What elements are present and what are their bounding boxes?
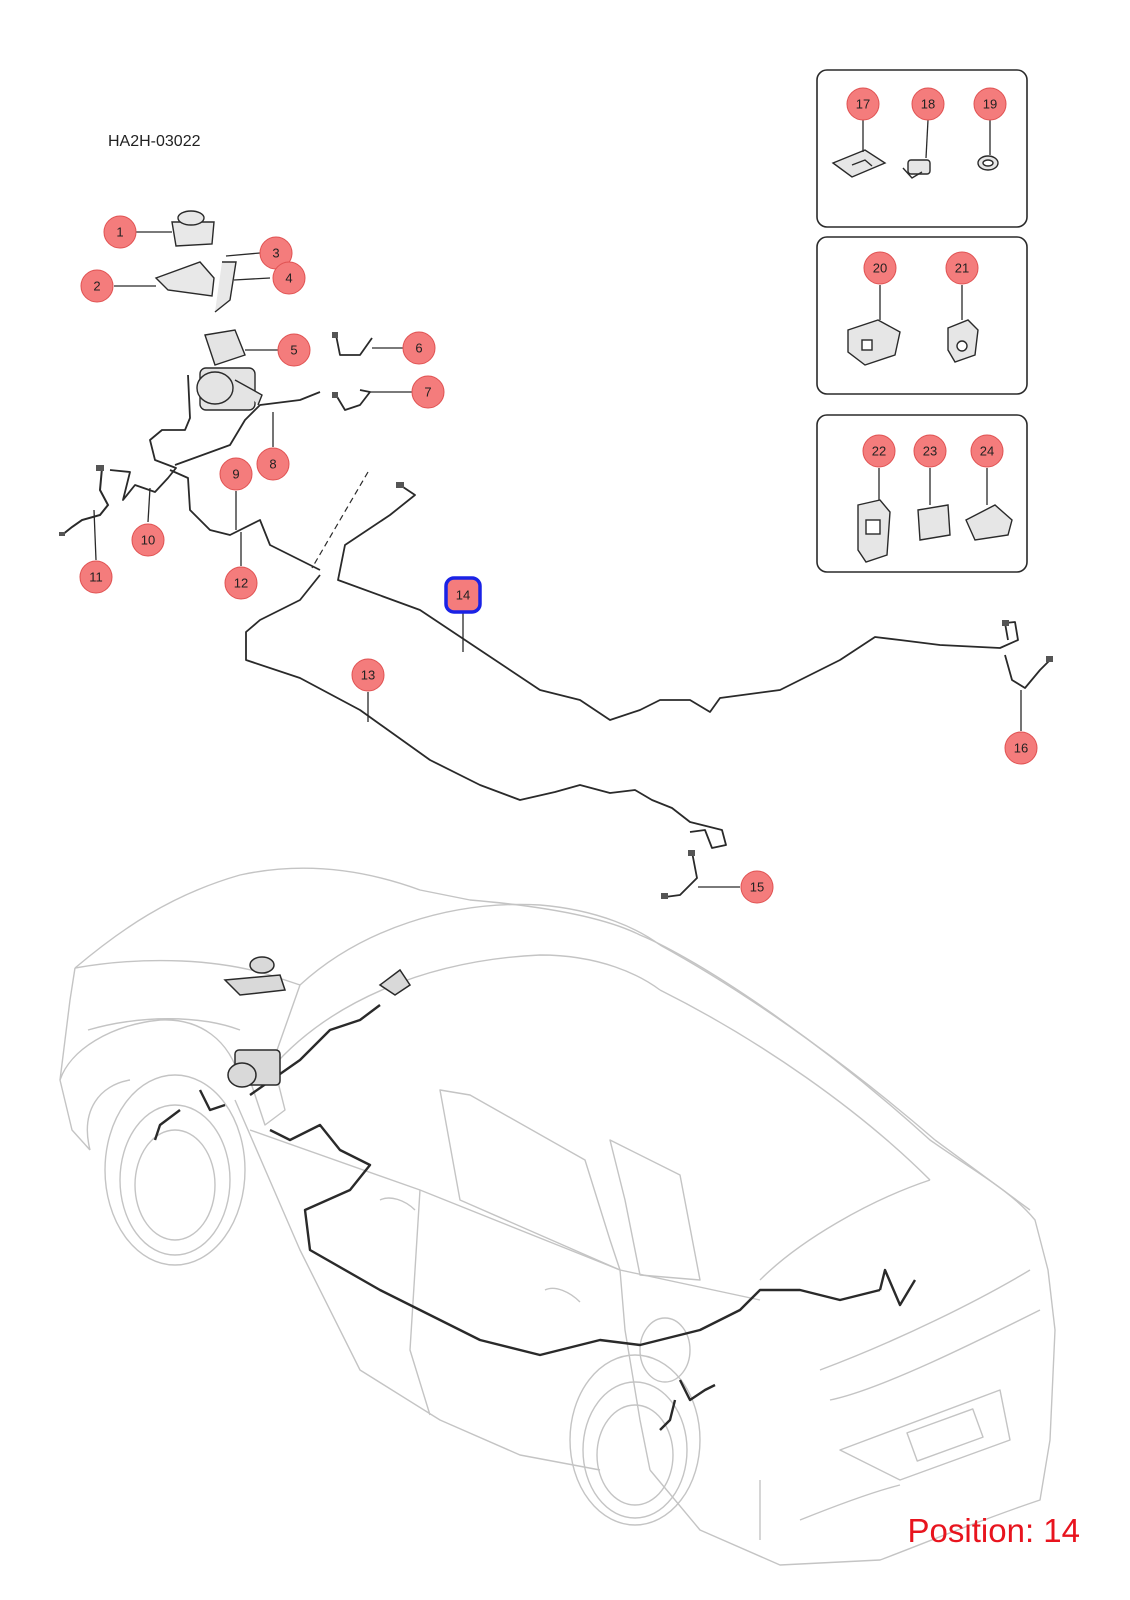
callout-label: 24 [980, 444, 994, 459]
callout-circle [131, 523, 165, 557]
callout-18[interactable]: 18 [911, 87, 945, 121]
callout-circle [411, 375, 445, 409]
callout-label: 8 [269, 457, 276, 472]
callout-label: 2 [93, 279, 100, 294]
callout-circle [277, 333, 311, 367]
callout-23[interactable]: 23 [913, 434, 947, 468]
callout-label: 13 [361, 668, 375, 683]
hose-fittings [59, 332, 1053, 899]
dashed-reference-line [311, 471, 369, 569]
callout-circle [219, 457, 253, 491]
callout-circle [351, 658, 385, 692]
callout-label: 5 [290, 343, 297, 358]
callout-label: 19 [983, 97, 997, 112]
callout-13[interactable]: 13 [351, 658, 385, 692]
callout-leaders [93, 119, 1022, 888]
callout-9[interactable]: 9 [219, 457, 253, 491]
callout-17[interactable]: 17 [846, 87, 880, 121]
callout-circle [402, 331, 436, 365]
callout-label: 15 [750, 880, 764, 895]
callout-label: 18 [921, 97, 935, 112]
callout-label: 14 [456, 588, 470, 603]
callout-24[interactable]: 24 [970, 434, 1004, 468]
brake-line-assembly [109, 334, 1051, 898]
callout-label: 16 [1014, 741, 1028, 756]
callout-circle [846, 87, 880, 121]
callout-circle [945, 251, 979, 285]
callout-4[interactable]: 4 [272, 261, 306, 295]
callout-circle [79, 560, 113, 594]
callout-label: 11 [89, 570, 103, 585]
callout-label: 22 [872, 444, 886, 459]
callout-8[interactable]: 8 [256, 447, 290, 481]
diagram-code: HA2H-03022 [108, 133, 201, 150]
callout-5[interactable]: 5 [277, 333, 311, 367]
reservoir-and-bracket [154, 210, 237, 313]
callout-6[interactable]: 6 [402, 331, 436, 365]
callout-label: 9 [232, 467, 239, 482]
master-cylinder-booster [196, 329, 263, 411]
callout-15[interactable]: 15 [740, 870, 774, 904]
callout-10[interactable]: 10 [131, 523, 165, 557]
car-outline [59, 867, 1056, 1566]
callout-11[interactable]: 11 [79, 560, 113, 594]
callout-12[interactable]: 12 [224, 566, 258, 600]
callout-selected-frame [444, 576, 482, 614]
callout-7[interactable]: 7 [411, 375, 445, 409]
callout-circle [911, 87, 945, 121]
callout-circle [973, 87, 1007, 121]
callout-circle [740, 870, 774, 904]
callout-label: 4 [285, 271, 292, 286]
callout-circle [224, 566, 258, 600]
callout-label: 17 [856, 97, 870, 112]
callout-label: 10 [141, 533, 155, 548]
callout-label: 3 [272, 246, 279, 261]
callout-22[interactable]: 22 [862, 434, 896, 468]
callout-21[interactable]: 21 [945, 251, 979, 285]
callout-label: 1 [116, 225, 123, 240]
callout-20[interactable]: 20 [863, 251, 897, 285]
callout-19[interactable]: 19 [973, 87, 1007, 121]
callout-16[interactable]: 16 [1004, 731, 1038, 765]
callout-circle [913, 434, 947, 468]
position-readout: Position: 14 [907, 1512, 1080, 1549]
inset-box-blocks [816, 236, 1028, 395]
rear-hose-front-left [61, 467, 110, 536]
callout-label: 12 [234, 576, 248, 591]
callout-label: 20 [873, 261, 887, 276]
callout-circle [103, 215, 137, 249]
callout-circle [272, 261, 306, 295]
inset-parts [831, 149, 1013, 563]
callout-label: 21 [955, 261, 969, 276]
callout-circle [1004, 731, 1038, 765]
callout-14[interactable]: 14 [444, 576, 482, 614]
car-brake-lines [153, 1004, 917, 1431]
callout-label: 7 [424, 385, 431, 400]
callout-circle [863, 251, 897, 285]
callout-circle [256, 447, 290, 481]
callout-circle [970, 434, 1004, 468]
callout-label: 23 [923, 444, 937, 459]
car-components [223, 956, 412, 1088]
callout-2[interactable]: 2 [80, 269, 114, 303]
callout-circle [80, 269, 114, 303]
callout-circle [862, 434, 896, 468]
callout-label: 6 [415, 341, 422, 356]
callout-1[interactable]: 1 [103, 215, 137, 249]
